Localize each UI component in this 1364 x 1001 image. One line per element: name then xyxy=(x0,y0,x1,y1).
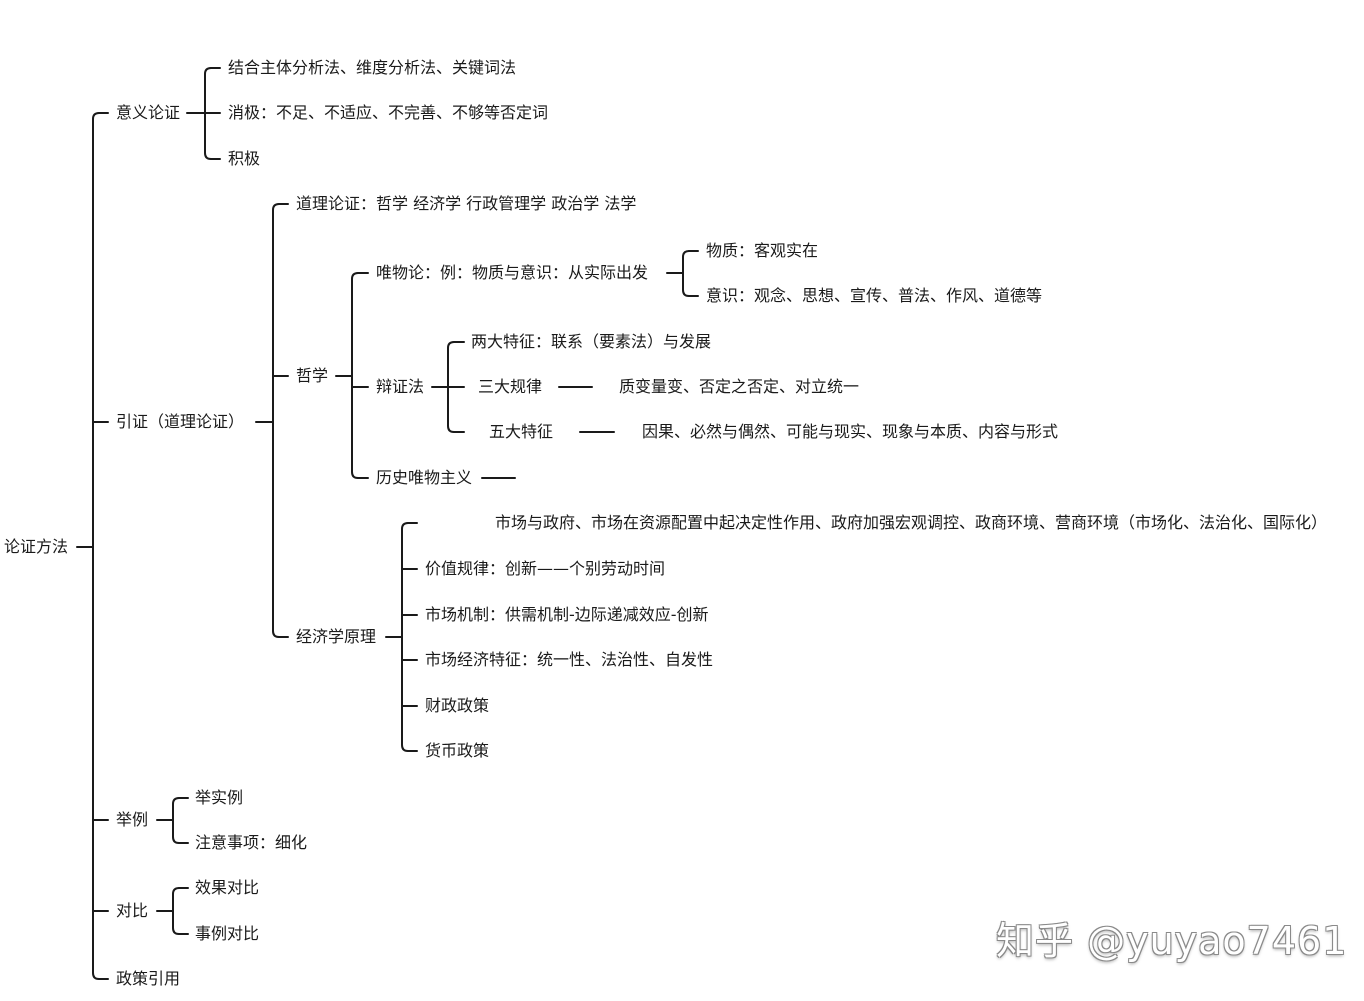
connector-44 xyxy=(172,797,180,844)
connector-24 xyxy=(682,250,690,297)
node-matter: 物质：客观实在 xyxy=(706,241,819,260)
node-meaning: 意义论证 xyxy=(116,103,181,122)
node-examples-child-1: 举实例 xyxy=(195,788,244,807)
node-meaning-child-3: 积极 xyxy=(228,149,261,168)
node-consciousness: 意识：观念、思想、宣传、普法、作风、道德等 xyxy=(706,286,1043,305)
connector-2 xyxy=(92,112,100,980)
node-econ-child-3: 市场机制：供需机制-边际递减效应-创新 xyxy=(425,605,709,624)
node-five-features: 五大特征 xyxy=(489,422,554,441)
node-three-laws-detail: 质变量变、否定之否定、对立统一 xyxy=(619,377,860,396)
node-reasoning: 道理论证：哲学 经济学 行政管理学 政治学 法学 xyxy=(296,194,637,213)
node-materialism: 唯物论：例：物质与意识：从实际出发 xyxy=(376,263,649,282)
connector-36 xyxy=(401,522,409,752)
node-five-features-detail: 因果、必然与偶然、可能与现实、现象与本质、内容与形式 xyxy=(642,422,1059,441)
node-econ-child-5: 财政政策 xyxy=(425,696,490,715)
node-philosophy: 哲学 xyxy=(296,366,329,385)
node-contrast-child-1: 效果对比 xyxy=(195,878,260,897)
node-meaning-child-1: 结合主体分析法、维度分析法、关键词法 xyxy=(228,58,517,77)
root-node: 论证方法 xyxy=(4,537,69,556)
node-econ-child-2: 价值规律：创新——个别劳动时间 xyxy=(425,559,666,578)
node-examples: 举例 xyxy=(116,810,149,829)
node-historical-materialism: 历史唯物主义 xyxy=(376,468,473,487)
node-two-features: 两大特征：联系（要素法）与发展 xyxy=(471,332,712,351)
node-econ-child-1: 市场与政府、市场在资源配置中起决定性作用、政府加强宏观调控、政商环境、营商环境（… xyxy=(495,513,1328,532)
connector-19 xyxy=(351,272,359,479)
node-contrast: 对比 xyxy=(116,901,149,920)
node-economics: 经济学原理 xyxy=(296,627,377,646)
node-dialectics: 辩证法 xyxy=(376,377,425,396)
node-contrast-child-2: 事例对比 xyxy=(195,924,260,943)
connector-48 xyxy=(172,887,180,935)
node-econ-child-4: 市场经济特征：统一性、法治性、自发性 xyxy=(425,650,714,669)
node-three-laws: 三大规律 xyxy=(478,377,543,396)
node-econ-child-6: 货币政策 xyxy=(425,741,490,760)
node-meaning-child-2: 消极：不足、不适应、不完善、不够等否定词 xyxy=(228,103,549,122)
node-examples-child-2: 注意事项：细化 xyxy=(195,833,308,852)
watermark: 知乎 @yuyao7461 xyxy=(996,919,1348,963)
node-citation: 引证（道理论证） xyxy=(116,412,245,431)
node-policy: 政策引用 xyxy=(116,969,181,988)
connector-14 xyxy=(272,203,280,638)
